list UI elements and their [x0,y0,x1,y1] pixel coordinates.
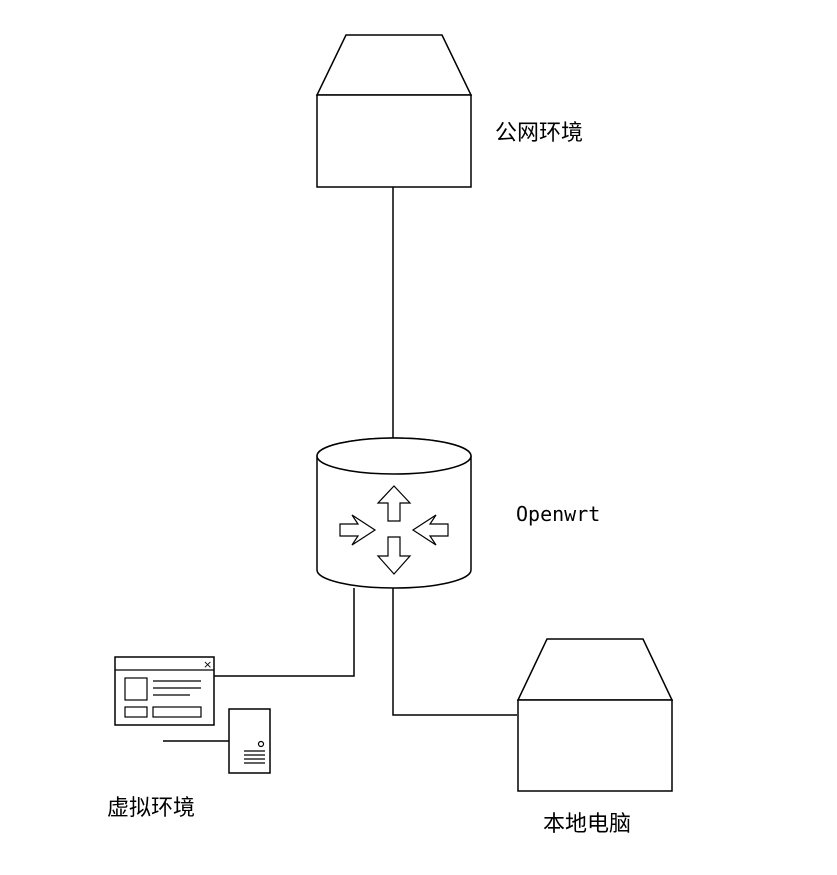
local-pc-label: 本地电脑 [543,812,631,837]
server-icon [315,34,473,188]
public-network-label: 公网环境 [495,121,583,146]
virtual-machine-icon: × [114,656,271,774]
arrow-up-icon [376,485,412,522]
router-icon [316,437,472,589]
edge-router-to-local-pc [392,588,517,716]
window-close-icon: × [203,658,212,671]
public-network-node: 公网环境 [315,34,583,188]
router-node: Openwrt [316,437,600,589]
arrow-left-icon [411,514,449,546]
virtual-env-node: × 虚拟环境 [107,656,271,821]
arrow-right-icon [339,514,377,546]
local-pc-node: 本地电脑 [516,638,674,837]
arrow-down-icon [376,536,412,575]
edge-router-to-virtual [214,588,355,677]
server-icon [516,638,674,792]
connections [214,187,517,716]
router-label: Openwrt [516,502,600,526]
virtual-env-label: 虚拟环境 [107,796,195,821]
